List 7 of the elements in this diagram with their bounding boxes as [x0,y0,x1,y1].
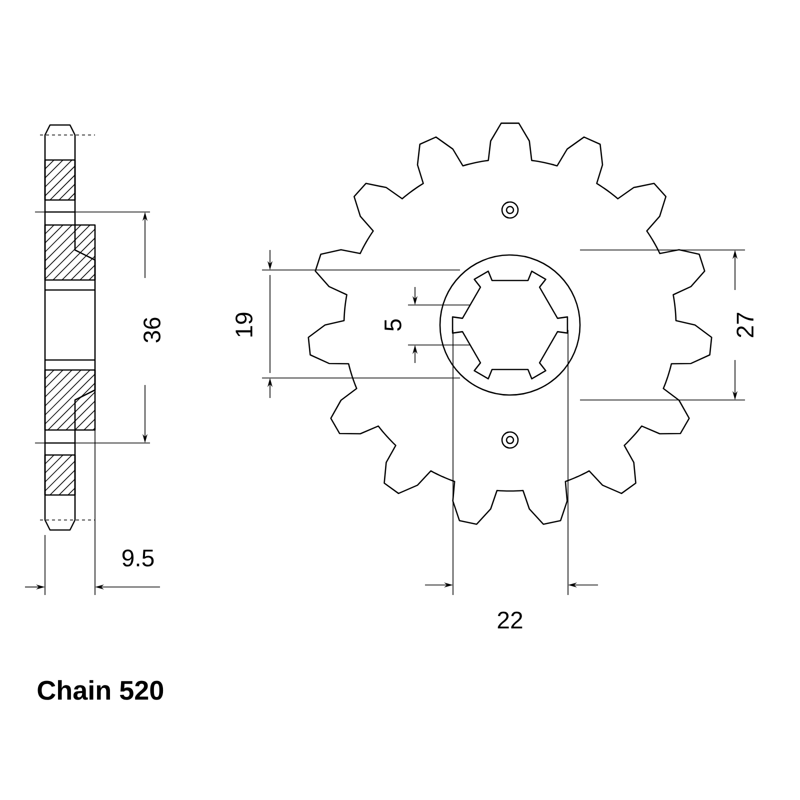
dimension-label: 36 [144,318,160,342]
dimension-label: 5 [384,319,402,331]
dimension-label: 22 [498,612,522,628]
dimension-label: 9.5 [122,550,154,566]
dimension-label: 27 [736,312,754,338]
chain-size-label: Chain 520 [38,680,164,700]
dimension-label: 19 [236,312,252,337]
